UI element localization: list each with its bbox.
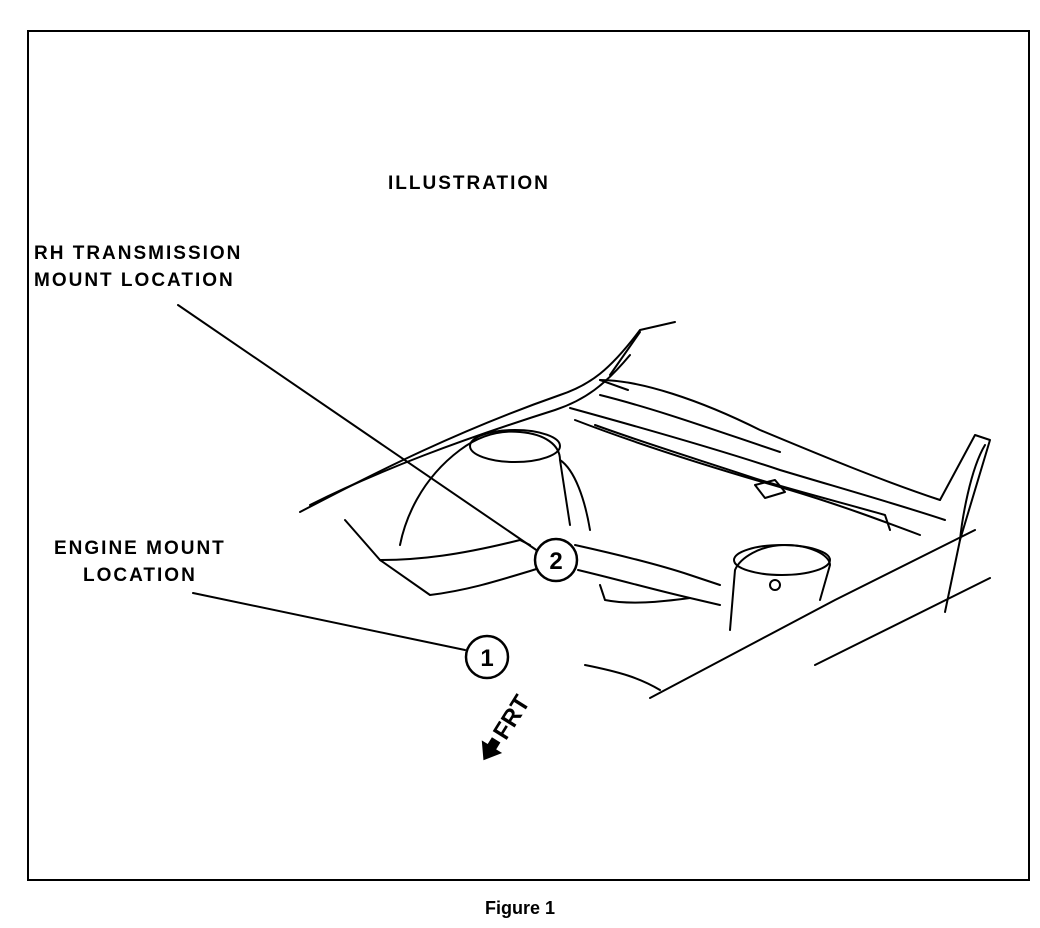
engine-mount-location-label: ENGINE MOUNT LOCATION [54,535,226,589]
cowl-front [569,407,946,521]
frt-label: FRT [488,690,536,744]
right-strut-top [733,544,831,576]
bracket-right [754,479,786,499]
left-strut-tower [399,430,571,546]
crossmember-top [574,544,721,586]
windshield-right [599,331,641,391]
left-strut-top [469,429,561,463]
rh-transmission-label-line1: RH TRANSMISSION [34,243,243,264]
rh-transmission-label-line2: MOUNT LOCATION [34,270,235,291]
callout-2: 2 [533,537,579,583]
right-pillar [959,444,986,541]
engine-mount-label-line1: ENGINE MOUNT [54,538,226,559]
left-apron [344,519,531,561]
rh-transmission-leader [177,304,549,559]
left-apron-lower [379,559,541,596]
cowl-lower [574,419,921,536]
figure-frame [27,30,1030,881]
front-arrow-icon [481,737,503,761]
rh-transmission-mount-label: RH TRANSMISSION MOUNT LOCATION [34,240,242,294]
crossmember-bottom [577,569,721,606]
engine-mount-leader [192,592,466,651]
right-strut-bolt [769,579,781,591]
callout-number-1: 1 [480,645,493,672]
floor-ridge [594,424,891,531]
left-strut-side [559,459,591,531]
callout-number-2: 2 [549,548,562,575]
firewall-seam [599,394,781,453]
illustration-heading: ILLUSTRATION [388,173,550,194]
callout-1: 1 [464,634,510,680]
front-direction-indicator: FRT [481,690,536,761]
front-lower-panel [584,664,661,691]
left-fender-inner [309,354,631,506]
right-panel-front [649,529,976,699]
right-fender-body [944,539,961,613]
crossmember-front [599,584,691,604]
figure-caption: Figure 1 [484,898,555,918]
engine-mount-label-line2: LOCATION [82,565,197,586]
right-fender-top [939,434,991,541]
right-panel-lower [814,577,991,666]
cowl-top [599,379,941,501]
